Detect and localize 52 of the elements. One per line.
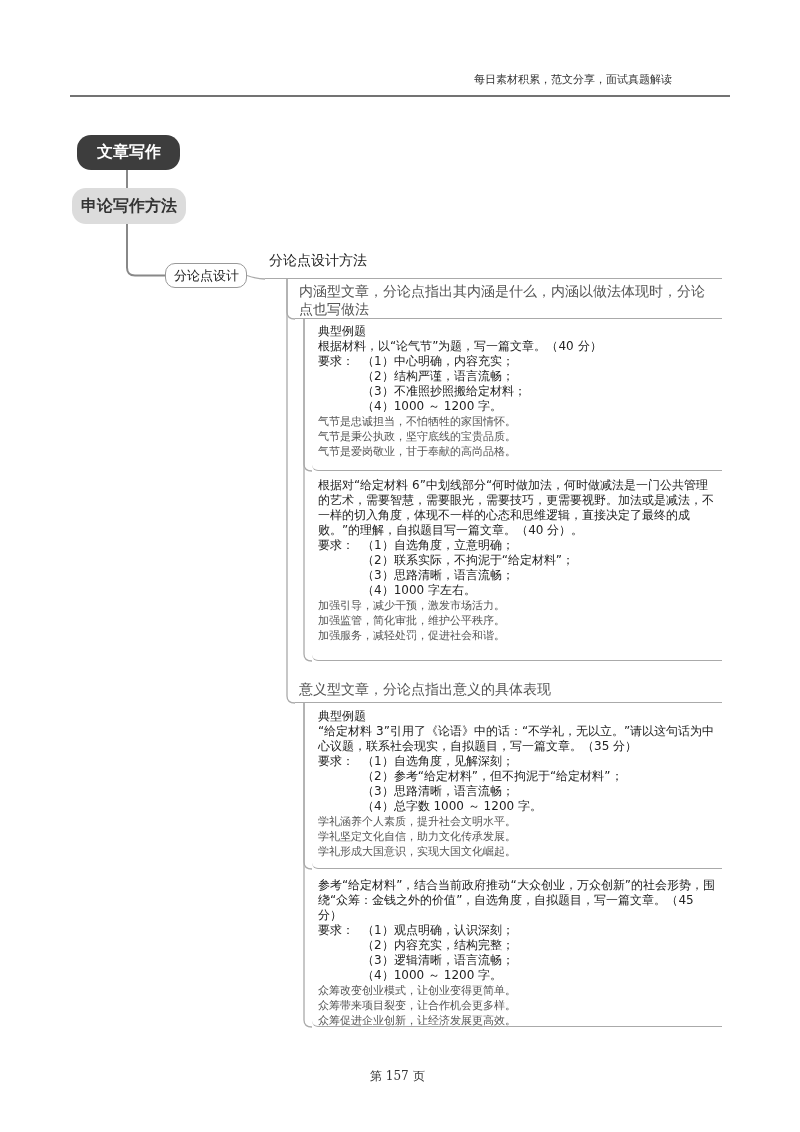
answer-line: 气节是秉公执政，坚守底线的宝贵品质。 xyxy=(318,429,517,444)
branch-line xyxy=(246,274,266,280)
requirement-item: （2）参考“给定材料”，但不拘泥于“给定材料”； xyxy=(362,769,623,784)
answer-line: 气节是忠诚担当，不怕牺牲的家国情怀。 xyxy=(318,414,517,429)
branch-topic: 分论点设计方法 xyxy=(265,250,722,279)
question-text: “给定材料 3”引用了《论语》中的话：“不学礼，无以立。”请以这句话为中心议题，联系社会现实，自拟题目，写一篇文章。（35 分） xyxy=(318,724,716,754)
requirement-item: （3）逻辑清晰，语言流畅； xyxy=(362,953,514,968)
requirement-item: （4）总字数 1000 ～ 1200 字。 xyxy=(362,799,543,814)
answer-line: 学礼坚定文化自信，助力文化传承发展。 xyxy=(318,829,517,844)
requirement-item: （2）结构严谨，语言流畅； xyxy=(362,369,515,384)
requirement-item: （1）自选角度，立意明确； xyxy=(362,538,515,553)
answer-line: 加强服务，减轻处罚，促进社会和谐。 xyxy=(318,628,506,643)
page-number: 第 157 页 xyxy=(370,1068,425,1085)
requirement-label: 要求： xyxy=(318,754,355,770)
requirement-label: 要求： xyxy=(318,354,355,370)
requirement-item: （2）内容充实，结构完整； xyxy=(362,938,514,953)
question-text: 根据材料，以“论气节”为题，写一篇文章。（40 分） xyxy=(318,339,603,354)
answer-line: 气节是爱岗敬业，甘于奉献的高尚品格。 xyxy=(318,444,517,459)
example-heading: 典型例题 xyxy=(318,709,367,724)
answer-line: 学礼涵养个人素质，提升社会文明水平。 xyxy=(318,814,517,829)
example-heading: 典型例题 xyxy=(318,324,367,339)
requirement-item: （1）中心明确，内容充实； xyxy=(362,354,515,369)
answer-line: 加强引导，减少干预，激发市场活力。 xyxy=(318,598,506,613)
requirement-label: 要求： xyxy=(318,923,355,939)
requirement-item: （4）1000 字左右。 xyxy=(362,583,477,598)
answer-line: 众筹带来项目裂变，让合作机会更多样。 xyxy=(318,998,517,1013)
root-topic-box: 文章写作 xyxy=(77,135,180,170)
question-text: 参考“给定材料”，结合当前政府推动“大众创业，万众创新”的社会形势，围绕“众筹：金钱之外的价值”，自选角度，自拟题目，写一篇文章。（45 分） xyxy=(318,878,716,923)
requirement-item: （1）观点明确，认识深刻； xyxy=(362,923,514,938)
answer-line: 学礼形成大国意识，实现大国文化崛起。 xyxy=(318,844,517,859)
branch-topic: 意义型文章，分论点指出意义的具体表现 xyxy=(295,678,722,703)
branch-topic: 内涵型文章，分论点指出其内涵是什么，内涵以做法体现时，分论点也写做法 xyxy=(295,280,722,319)
question-text: 根据对“给定材料 6”中划线部分“何时做加法，何时做减法是一门公共管理的艺术，需要智慧，需要眼光，需要技巧，更需要视野。加法或是减法，不一样的切入角度，体现不一样的心态和思维逻辑，直接决定了最终的成败。”的理解，自拟题目写一篇文章。（40 分）。 xyxy=(318,478,715,538)
header-note: 每日素材积累，范文分享，面试真题解读 xyxy=(474,72,672,87)
requirement-item: （4）1000 ～ 1200 字。 xyxy=(362,399,504,414)
requirement-item: （3）思路清晰，语言流畅； xyxy=(362,784,515,799)
requirement-item: （1）自选角度，见解深刻； xyxy=(362,754,515,769)
requirement-item: （4）1000 ～ 1200 字。 xyxy=(362,968,504,983)
branch-line xyxy=(286,278,296,704)
requirement-item: （3）不准照抄照搬给定材料； xyxy=(362,384,526,399)
branch-line xyxy=(303,318,313,662)
branch-line xyxy=(126,223,166,277)
subtopic-box: 分论点设计 xyxy=(165,263,247,288)
main-topic-box: 申论写作方法 xyxy=(72,188,186,224)
answer-line: 加强监管，简化审批，维护公平秩序。 xyxy=(318,613,506,628)
requirement-item: （3）思路清晰，语言流畅； xyxy=(362,568,515,583)
requirement-label: 要求： xyxy=(318,538,355,554)
branch-line xyxy=(126,169,128,189)
answer-line: 众筹改变创业模式，让创业变得更简单。 xyxy=(318,983,517,998)
answer-line: 众筹促进企业创新，让经济发展更高效。 xyxy=(318,1013,517,1028)
branch-line xyxy=(303,702,313,1028)
requirement-item: （2）联系实际，不拘泥于“给定材料”； xyxy=(362,553,575,568)
